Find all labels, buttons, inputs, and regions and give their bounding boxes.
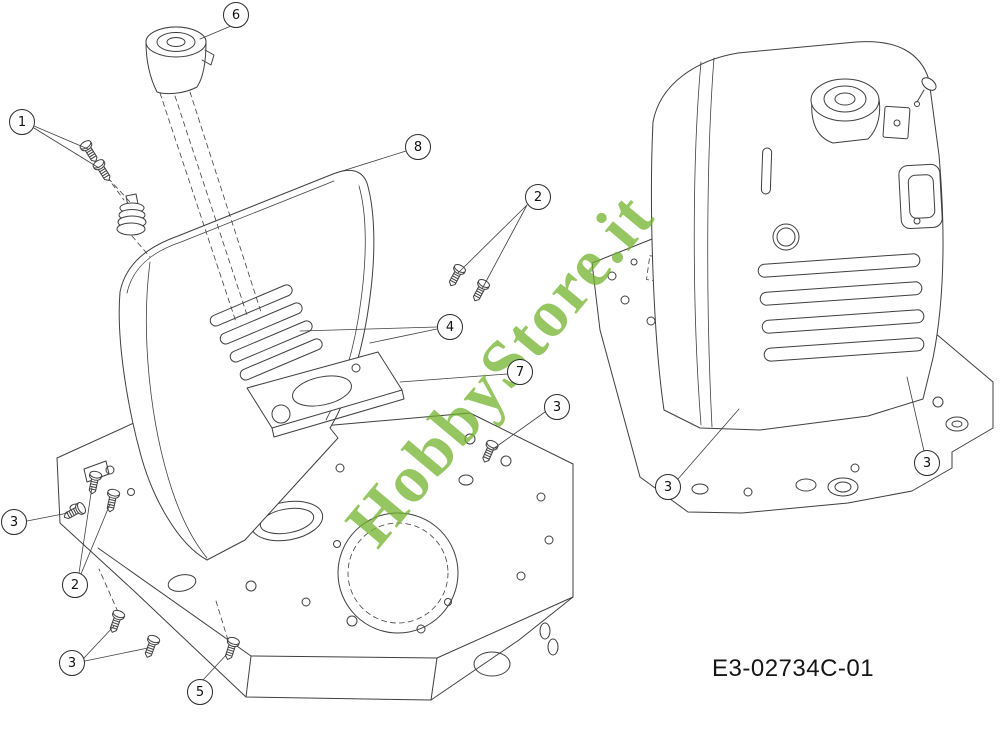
callout-5: 5: [187, 679, 213, 705]
callout-3-assembled-right: 3: [914, 450, 940, 476]
console-panel-part: [118, 169, 375, 561]
callout-7: 7: [507, 359, 533, 385]
assembled-view-drawing: [591, 41, 994, 514]
diagram-part-code: E3-02734C-01: [712, 655, 875, 682]
steering-cap-part: [145, 26, 215, 95]
callout-2-frame: 2: [62, 572, 88, 598]
column-boot-part: [116, 193, 147, 236]
projection-lines: [95, 91, 262, 641]
callout-8: 8: [405, 134, 431, 160]
callout-2-upper: 2: [525, 184, 551, 210]
callout-1: 1: [9, 109, 35, 135]
dash-insert-part: [246, 351, 405, 438]
callout-4: 4: [437, 314, 463, 340]
exploded-view-drawing: [56, 26, 574, 701]
callout-leader-lines: [26, 25, 925, 681]
callout-3-assembled-left: 3: [655, 474, 681, 500]
callout-3-console: 3: [544, 394, 570, 420]
callout-3-frame-left: 3: [1, 509, 27, 535]
callout-3-frame-bottom: 3: [59, 650, 85, 676]
console-rear-part: [650, 41, 944, 431]
callout-6: 6: [223, 2, 249, 28]
